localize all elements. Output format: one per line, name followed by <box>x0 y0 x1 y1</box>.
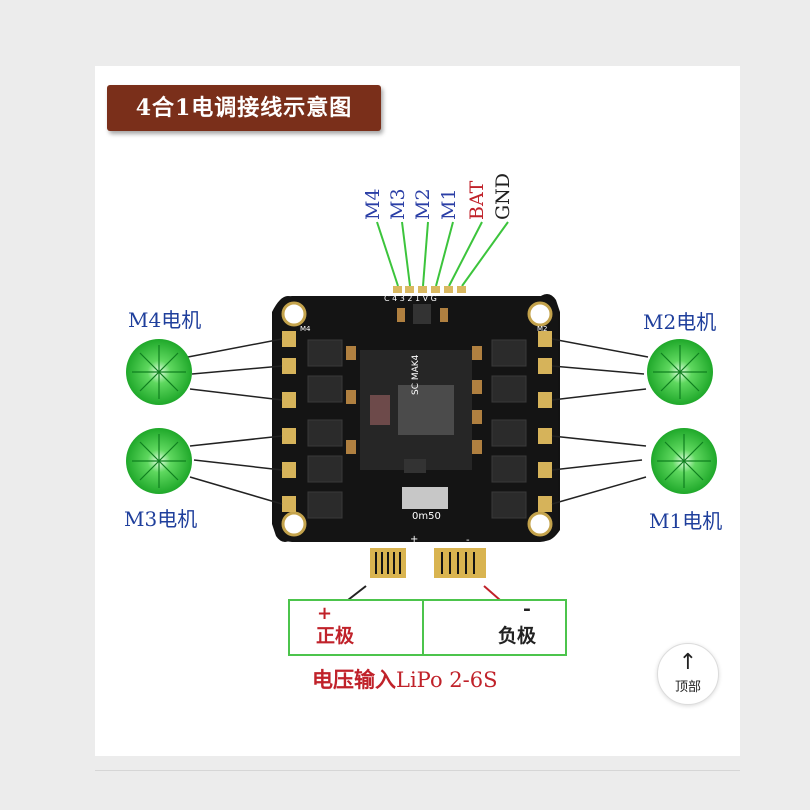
voltage-input-bold: 电压输入 <box>312 667 396 692</box>
signal-wires <box>376 221 509 287</box>
panel-divider <box>422 601 424 654</box>
negative-label: 负极 <box>498 625 537 647</box>
current-sensor-marking: 0m50 <box>412 511 441 522</box>
positive-sign: + <box>317 603 333 624</box>
back-to-top-button[interactable]: ↑ 顶部 <box>657 643 719 705</box>
header-pin-labels: C 4 3 2 1 V G <box>384 294 437 303</box>
motor-m3 <box>126 428 192 494</box>
up-arrow-icon: ↑ <box>678 650 698 675</box>
motor-label-m4: M4电机 <box>128 308 202 332</box>
motor-m1 <box>651 428 717 494</box>
motor-label-m1: M1电机 <box>649 509 723 533</box>
motor-m4 <box>126 339 192 405</box>
pad-label-m4: M4 <box>300 325 311 333</box>
back-to-top-label: 顶部 <box>674 680 701 695</box>
voltage-input-spec: LiPo 2-6S <box>396 668 498 692</box>
chip-marking: SC MAK4 <box>411 354 421 395</box>
board-minus-mark: - <box>466 535 470 546</box>
negative-sign: - <box>523 598 531 620</box>
positive-label: 正极 <box>316 625 355 647</box>
motor-m2 <box>647 339 713 405</box>
esc-board: C 4 3 2 1 V G M4 M2 SC MAK4 0m50 + - <box>272 286 560 578</box>
voltage-input-text: 电压输入LiPo 2-6S <box>312 664 497 694</box>
positive-lead <box>347 585 367 601</box>
motor-wires <box>187 338 649 505</box>
bottom-divider <box>95 770 740 771</box>
motor-label-m3: M3电机 <box>124 507 198 531</box>
pad-label-m2: M2 <box>537 325 548 333</box>
diagram-title: 4合1电调接线示意图 <box>135 95 353 121</box>
title-banner: 4合1电调接线示意图 <box>107 85 381 131</box>
motor-label-m2: M2电机 <box>643 310 717 334</box>
board-plus-mark: + <box>410 534 418 545</box>
power-input-panel <box>288 599 567 656</box>
negative-lead <box>483 585 501 601</box>
